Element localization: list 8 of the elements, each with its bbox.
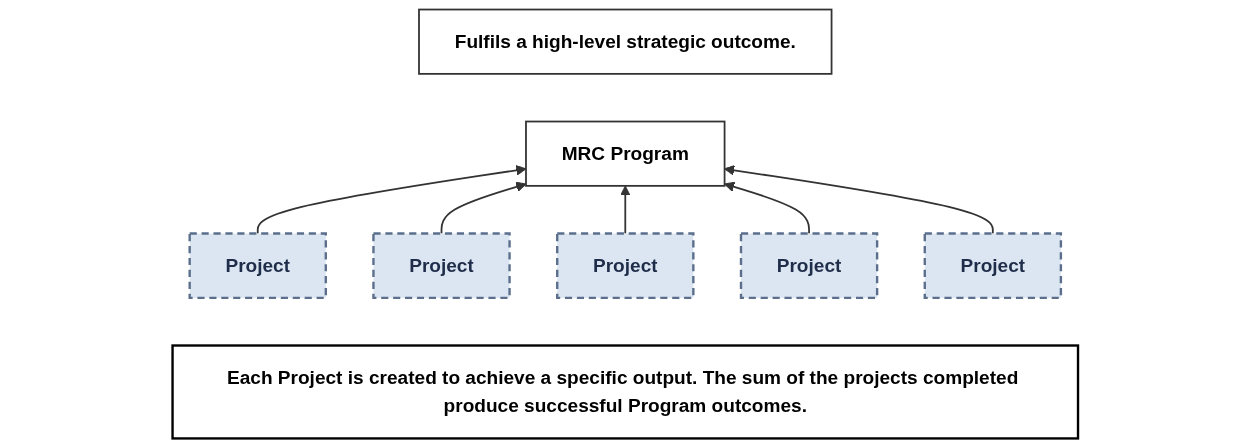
node-box: Project [372, 232, 511, 300]
node-box: Project [740, 232, 879, 300]
node-box: Fulfils a high-level strategic outcome. [418, 8, 833, 75]
node-box: MRC Program [525, 120, 726, 187]
node-box: Project [923, 232, 1063, 300]
node-box: Each Project is created to achieve a specific output. The sum of the projects completed produce successful Program outcomes. [171, 344, 1080, 440]
node-box: Project [188, 232, 328, 300]
node-box: Project [556, 232, 695, 300]
